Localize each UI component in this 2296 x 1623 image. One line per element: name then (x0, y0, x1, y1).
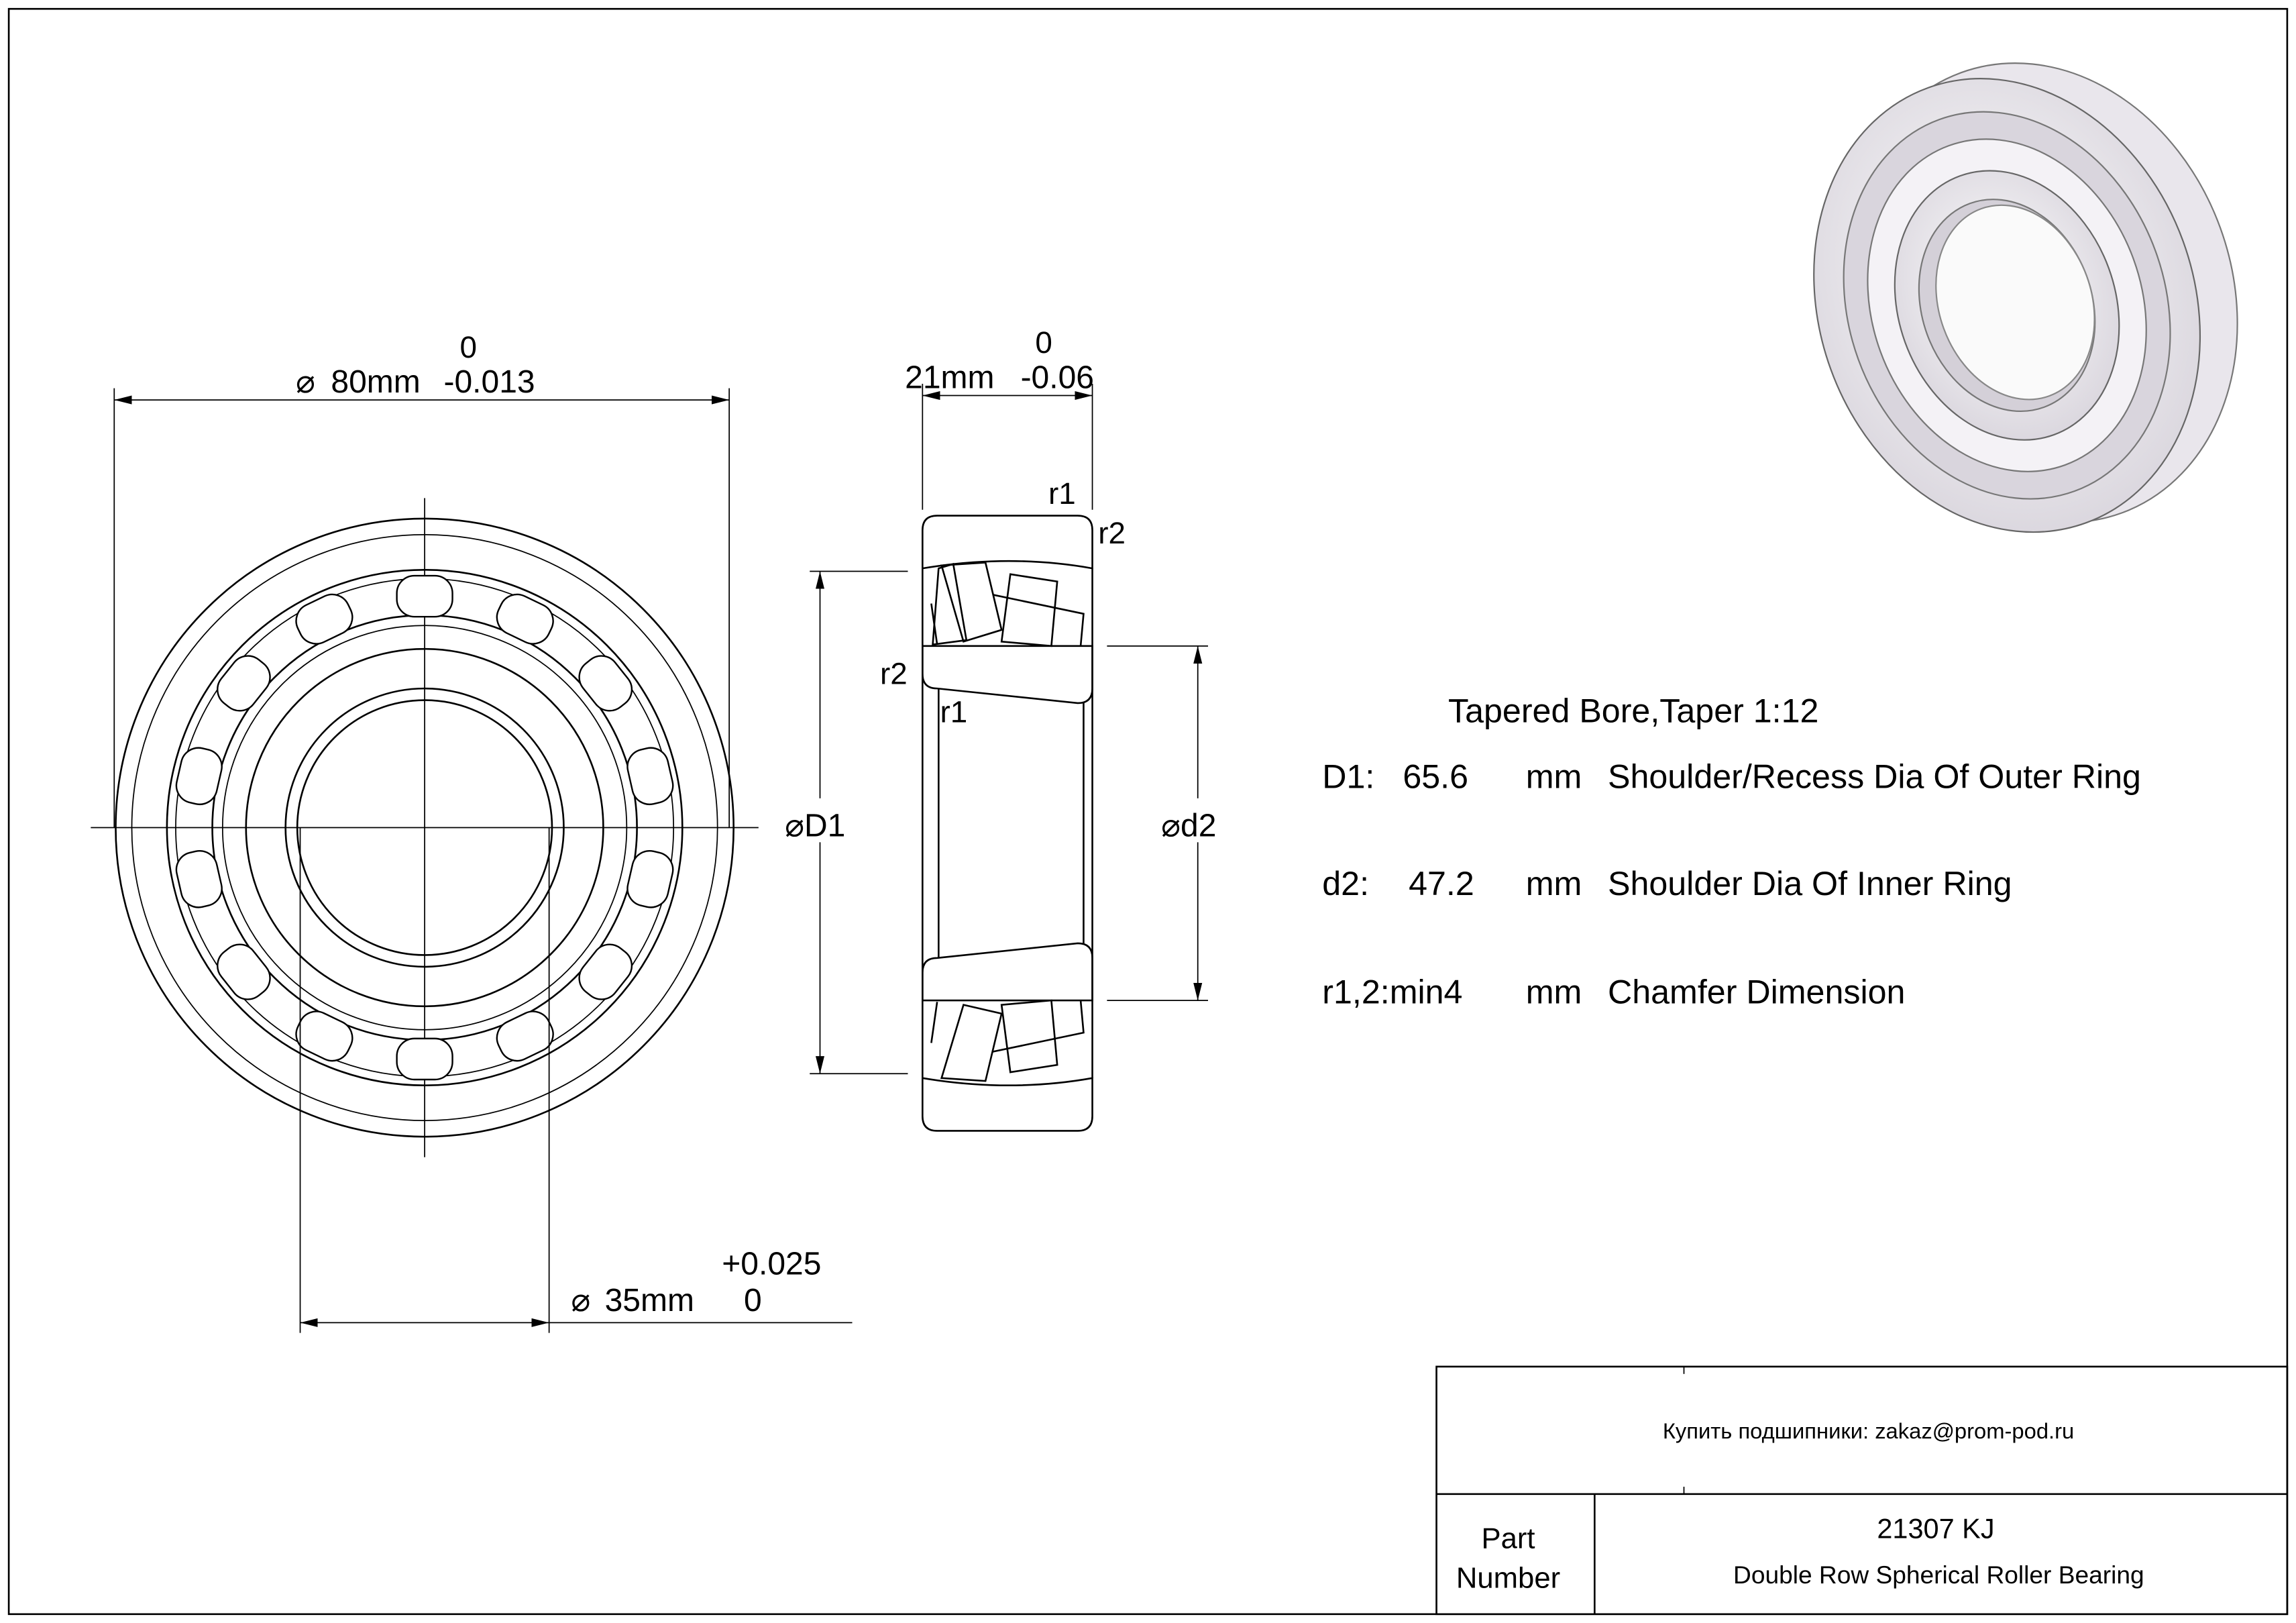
taper-note: Tapered Bore,Taper 1:12 (1448, 692, 1818, 729)
r1-left: r1 (940, 694, 968, 729)
spec-value-d2: 47.2 (1409, 865, 1474, 902)
bore-value: 35mm (605, 1283, 694, 1318)
spec-key-r: r1,2:min4 (1322, 973, 1462, 1010)
roller (396, 574, 453, 618)
roller (496, 593, 554, 645)
bearing-3d-render (1813, 62, 2238, 533)
outer-dia-lower-tol: -0.013 (443, 364, 535, 400)
roller (396, 1037, 453, 1081)
roller (578, 655, 633, 712)
spec-value-D1: 65.6 (1403, 758, 1468, 796)
roller (496, 1010, 554, 1062)
spec-unit-D1: mm (1526, 758, 1582, 796)
roller (217, 655, 271, 712)
dim-d2: ⌀d2 (1107, 645, 1245, 1001)
r2-left: r2 (880, 657, 908, 691)
part-label-2: Number (1456, 1562, 1560, 1595)
spec-unit-r: mm (1526, 973, 1582, 1010)
spec-desc-D1: Shoulder/Recess Dia Of Outer Ring (1608, 758, 2141, 796)
contact-text: Купить подшипники: zakaz@prom-pod.ru (1663, 1418, 2074, 1443)
front-view (91, 498, 759, 1157)
D1-label: ⌀D1 (785, 808, 845, 844)
roller (578, 943, 633, 1000)
roller (295, 593, 353, 645)
roller (175, 747, 223, 806)
spec-desc-r: Chamfer Dimension (1608, 973, 1905, 1010)
d2-label: ⌀d2 (1161, 808, 1216, 844)
roller (295, 1010, 353, 1062)
outer-dia-symbol: ⌀ (296, 364, 315, 400)
roller (626, 747, 674, 806)
part-label-1: Part (1481, 1522, 1535, 1555)
dim-outer-diameter: 0 ⌀ 80mm -0.013 (113, 330, 730, 828)
width-value: 21mm (905, 360, 994, 396)
part-description: Double Row Spherical Roller Bearing (1733, 1561, 2144, 1589)
width-upper-tol: 0 (1035, 325, 1052, 360)
spec-key-d2: d2: (1322, 865, 1369, 902)
part-number: 21307 KJ (1877, 1512, 1994, 1544)
sheet-border (7, 7, 2289, 1616)
r1-top: r1 (1048, 476, 1076, 511)
bore-lower-tol: 0 (744, 1283, 762, 1318)
outer-dia-upper-tol: 0 (459, 330, 477, 364)
spec-table: Tapered Bore,Taper 1:12 D1: 65.6 mm Shou… (1322, 692, 2141, 1010)
bore-symbol: ⌀ (571, 1283, 590, 1318)
dim-width: 0 21mm -0.06 r1 r2 r2 r1 (880, 325, 1126, 729)
r2-top: r2 (1098, 516, 1126, 550)
roller (626, 849, 674, 908)
dim-D1: ⌀D1 (779, 570, 908, 1075)
title-block: Купить подшипники: zakaz@prom-pod.ru Par… (1435, 1365, 2289, 1616)
bore-upper-tol: +0.025 (722, 1246, 821, 1281)
spec-key-D1: D1: (1322, 758, 1374, 796)
spec-unit-d2: mm (1526, 865, 1582, 902)
width-lower-tol: -0.06 (1021, 360, 1094, 396)
roller (217, 943, 271, 1000)
dim-bore: ⌀ 35mm +0.025 0 (299, 827, 853, 1333)
section-view (922, 515, 1093, 1132)
outer-dia-value: 80mm (331, 364, 420, 400)
roller (175, 849, 223, 908)
spec-desc-d2: Shoulder Dia Of Inner Ring (1608, 865, 2012, 902)
